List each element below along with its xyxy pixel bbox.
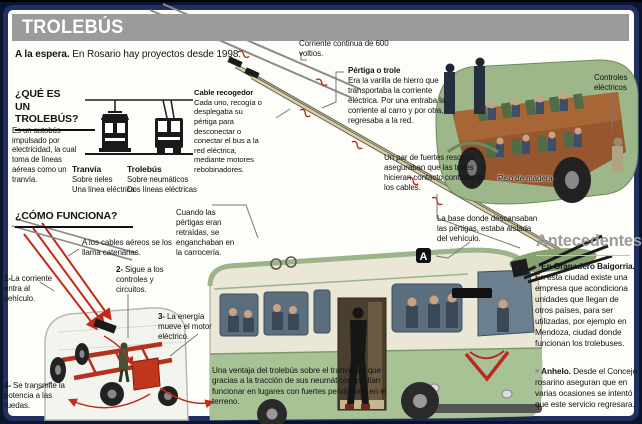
trolebus-sub1: Sobre neumáticos bbox=[127, 174, 189, 184]
antecedentes-heading: Antecedentes bbox=[536, 230, 642, 257]
step-4: 4- Se transmite la potencia a las ruedas… bbox=[4, 381, 65, 410]
header-bar: TROLEBÚS bbox=[12, 14, 629, 41]
antecedentes-item-1: ■En Granadero Baigorria. En esta ciudad … bbox=[535, 261, 635, 348]
antecedentes-item-2: ■Anhelo. Desde el Concejo rosarino asegu… bbox=[535, 366, 637, 409]
intro-lead: A la espera. bbox=[15, 49, 70, 60]
step-2: 2- Sigue a los controles y circuitos. bbox=[116, 265, 164, 294]
callout-resortes: Un par de fuertes resortes aseguraban qu… bbox=[384, 153, 486, 192]
tranvia-name: Tranvía bbox=[72, 164, 102, 174]
tram-icon bbox=[99, 100, 131, 152]
tranvia-sub1: Sobre rieles bbox=[72, 174, 113, 184]
page-title: TROLEBÚS bbox=[22, 16, 124, 38]
intro-text: En Rosario hay proyectos desde 1998. bbox=[69, 49, 241, 60]
trolleybus-icon bbox=[155, 99, 183, 154]
que-es-heading-line1: ¿QUÉ ES bbox=[15, 88, 61, 100]
callout-base: La base donde descansaban las pértigas, … bbox=[437, 214, 538, 243]
callout-retraidas: Cuando las pértigas eran retraídas, se e… bbox=[176, 208, 235, 257]
callout-ventaja: Una ventaja del trolebús sobre el tranví… bbox=[212, 366, 387, 406]
trolebus-label: Trolebús Sobre neumáticos Dos líneas elé… bbox=[127, 164, 197, 195]
que-es-heading-line2: UN TROLEBÚS? bbox=[15, 100, 79, 126]
callout-controles: Controles eléctricos bbox=[594, 73, 628, 92]
catenarias-note: A los cables aéreos se los llama catenar… bbox=[82, 238, 172, 257]
trolebus-name: Trolebús bbox=[127, 164, 162, 174]
step-1: 1-La corriente entra al vehículo. bbox=[4, 274, 52, 303]
pictograms bbox=[85, 99, 193, 155]
callout-piso: Piso de madera bbox=[498, 174, 553, 183]
tranvia-label: Tranvía Sobre rieles Una línea eléctrica bbox=[72, 164, 135, 195]
callout-pertiga: Pértiga o trole Era la varilla de hierro… bbox=[348, 66, 446, 125]
section-que-es-heading: ¿QUÉ ES UN TROLEBÚS? bbox=[15, 88, 95, 131]
que-es-body: Es un autobús impulsado por electricidad… bbox=[12, 126, 77, 184]
callout-cable-recogedor: Cable recogedor Cada uno, recogía o desp… bbox=[194, 88, 262, 174]
tranvia-sub2: Una línea eléctrica bbox=[72, 184, 135, 194]
section-como-funciona-heading: ¿CÓMO FUNCIONA? bbox=[15, 210, 133, 228]
callout-corriente: Corriente continua de 600 voltios. bbox=[299, 39, 389, 58]
step-3: 3- La energía mueve el motor eléctrico. bbox=[158, 312, 212, 341]
square-bullet-icon: ■ bbox=[535, 263, 540, 270]
trolebus-sub2: Dos líneas eléctricas bbox=[127, 184, 197, 194]
square-bullet-icon: ■ bbox=[535, 368, 540, 375]
intro-line: A la espera. En Rosario hay proyectos de… bbox=[15, 49, 241, 62]
